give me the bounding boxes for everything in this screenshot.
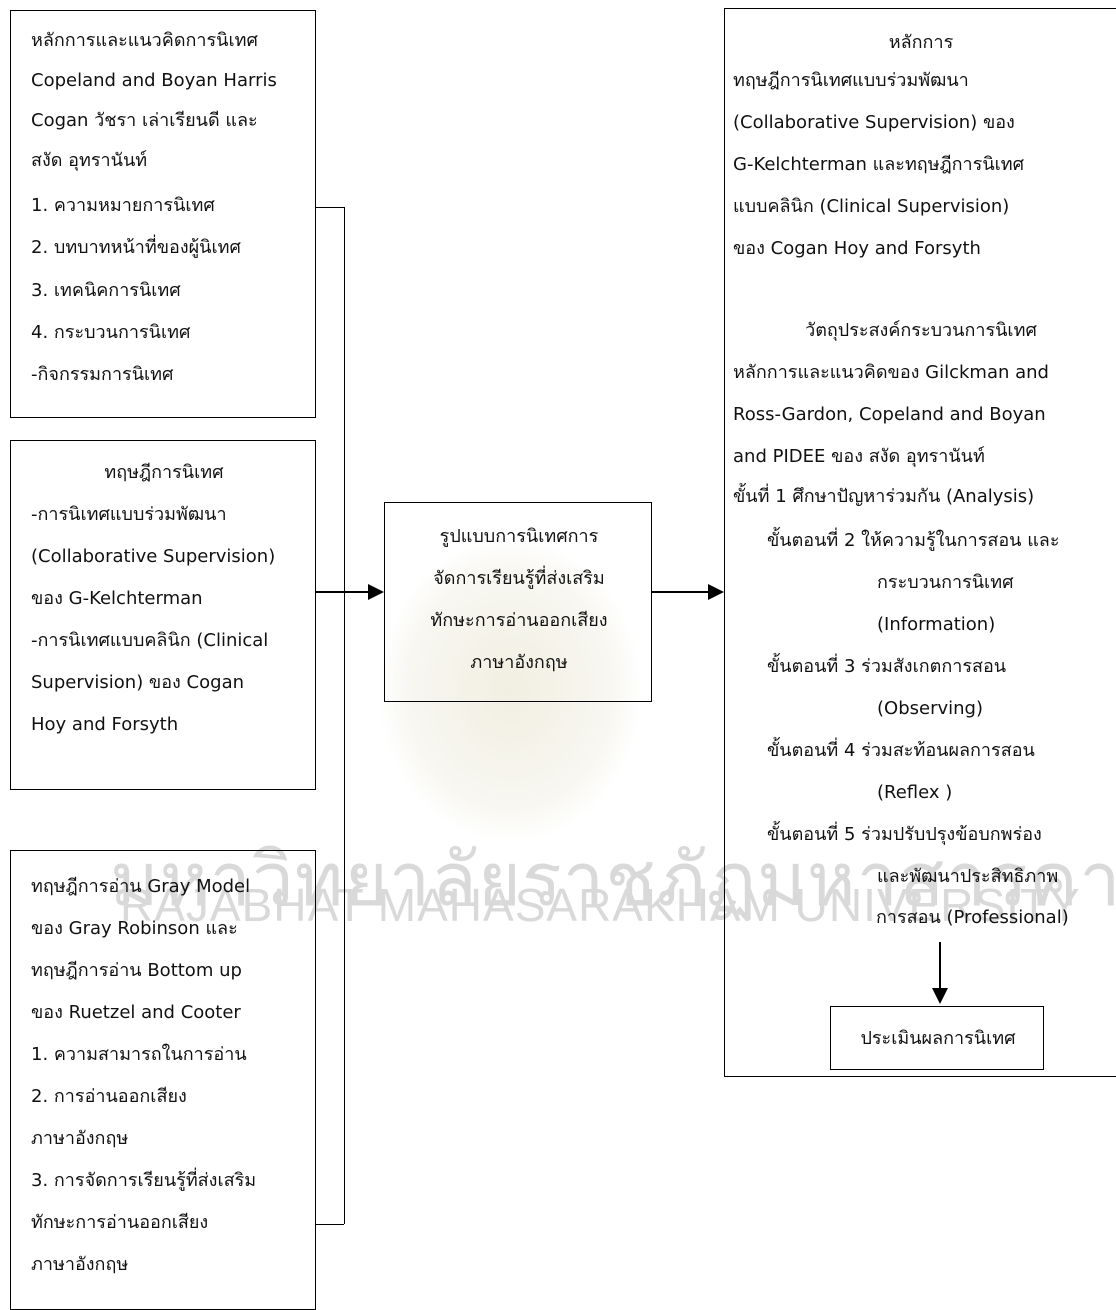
principles-line: Cogan วัชรา เล่าเรียนดี และ [31,110,258,131]
step-1: ขั้นที่ 1 ศึกษาปัญหาร่วมกัน (Analysis) [733,486,1035,507]
objective-line: Ross-Gardon, Copeland and Boyan [733,404,1046,425]
principle-line: (Collaborative Supervision) ของ [733,112,1015,133]
step-2-cont: กระบวนการนิเทศ [877,572,1014,593]
principles-concepts-box: หลักการและแนวคิดการนิเทศ Copeland and Bo… [10,10,316,418]
supervision-theory-line: Hoy and Forsyth [31,714,179,735]
step-5-cont: การสอน (Professional) [876,907,1069,928]
step-3: ขั้นตอนที่ 3 ร่วมสังเกตการสอน [767,656,1007,677]
arrow-to-evaluation-head [932,988,948,1004]
bracket-top [316,207,344,208]
objective-line: หลักการและแนวคิดของ Gilckman and [733,362,1049,383]
reading-theory-line: ทฤษฎีการอ่าน Gray Model [31,876,251,897]
reading-theory-line: ภาษาอังกฤษ [31,1128,129,1149]
principle-line: ของ Cogan Hoy and Forsyth [733,238,981,259]
principles-line: -กิจกรรมการนิเทศ [31,364,174,385]
supervision-theory-line: ของ G-Kelchterman [31,588,203,609]
step-4: ขั้นตอนที่ 4 ร่วมสะท้อนผลการสอน [767,740,1035,761]
model-line: รูปแบบการนิเทศการ [439,526,599,547]
reading-theory-line: 2. การอ่านออกเสียง [31,1086,187,1107]
model-line: ทักษะการอ่านออกเสียง [430,610,608,631]
evaluation-label: ประเมินผลการนิเทศ [860,1028,1016,1049]
supervision-theory-line: Supervision) ของ Cogan [31,672,245,693]
reading-theory-line: ของ Gray Robinson และ [31,918,238,939]
principles-line: 2. บทบาทหน้าที่ของผู้นิเทศ [31,237,241,258]
principles-line: 3. เทคนิคการนิเทศ [31,280,181,301]
principle-title: หลักการ [888,32,954,53]
supervision-model-box: รูปแบบการนิเทศการ จัดการเรียนรู้ที่ส่งเส… [384,502,652,702]
reading-theory-line: 1. ความสามารถในการอ่าน [31,1044,247,1065]
principles-line: 4. กระบวนการนิเทศ [31,322,191,343]
principles-process-box: หลักการ ทฤษฎีการนิเทศแบบร่วมพัฒนา (Colla… [724,8,1116,1076]
watermark-seal [380,540,640,840]
supervision-theory-title: ทฤษฎีการนิเทศ [104,462,224,483]
reading-theory-line: ภาษาอังกฤษ [31,1254,129,1275]
reading-theory-box: ทฤษฎีการอ่าน Gray Model ของ Gray Robinso… [10,850,316,1310]
principle-line: G-Kelchterman และทฤษฎีการนิเทศ [733,154,1025,175]
principles-line: 1. ความหมายการนิเทศ [31,195,215,216]
step-5-cont: และพัฒนาประสิทธิภาพ [877,866,1059,887]
arrow-to-model-head [368,584,384,600]
principles-box-bottom [724,1076,1116,1077]
model-line: จัดการเรียนรู้ที่ส่งเสริม [433,568,605,589]
step-3-cont: (Observing) [877,698,983,719]
step-2: ขั้นตอนที่ 2 ให้ความรู้ในการสอน และ [767,530,1060,551]
supervision-theory-line: -การนิเทศแบบคลินิก (Clinical [31,630,269,651]
principles-line: สงัด อุทรานันท์ [31,150,148,171]
step-2-cont: (Information) [877,614,996,635]
reading-theory-line: ทักษะการอ่านออกเสียง [31,1212,209,1233]
arrow-to-evaluation-line [939,942,941,990]
supervision-theory-line: -การนิเทศแบบร่วมพัฒนา [31,504,227,525]
reading-theory-line: 3. การจัดการเรียนรู้ที่ส่งเสริม [31,1170,257,1191]
supervision-theory-box: ทฤษฎีการนิเทศ -การนิเทศแบบร่วมพัฒนา (Col… [10,440,316,790]
reading-theory-line: ของ Ruetzel and Cooter [31,1002,241,1023]
evaluation-box: ประเมินผลการนิเทศ [830,1006,1044,1070]
supervision-theory-line: (Collaborative Supervision) [31,546,276,567]
principle-line: ทฤษฎีการนิเทศแบบร่วมพัฒนา [733,70,969,91]
arrow-to-principles-head [708,584,724,600]
step-4-cont: (Reflex ) [877,782,953,803]
arrow-to-model-line [316,591,368,593]
bracket-bottom [316,1224,344,1225]
arrow-to-principles-line [652,591,708,593]
objective-line: and PIDEE ของ สงัด อุทรานันท์ [733,446,985,467]
principles-line: Copeland and Boyan Harris [31,70,277,91]
bracket-vertical [344,207,345,1224]
objective-title: วัตถุประสงค์กระบวนการนิเทศ [805,320,1037,341]
principles-line: หลักการและแนวคิดการนิเทศ [31,30,258,51]
principle-line: แบบคลินิก (Clinical Supervision) [733,196,1010,217]
model-line: ภาษาอังกฤษ [470,652,568,673]
reading-theory-line: ทฤษฎีการอ่าน Bottom up [31,960,242,981]
step-5: ขั้นตอนที่ 5 ร่วมปรับปรุงข้อบกพร่อง [767,824,1042,845]
